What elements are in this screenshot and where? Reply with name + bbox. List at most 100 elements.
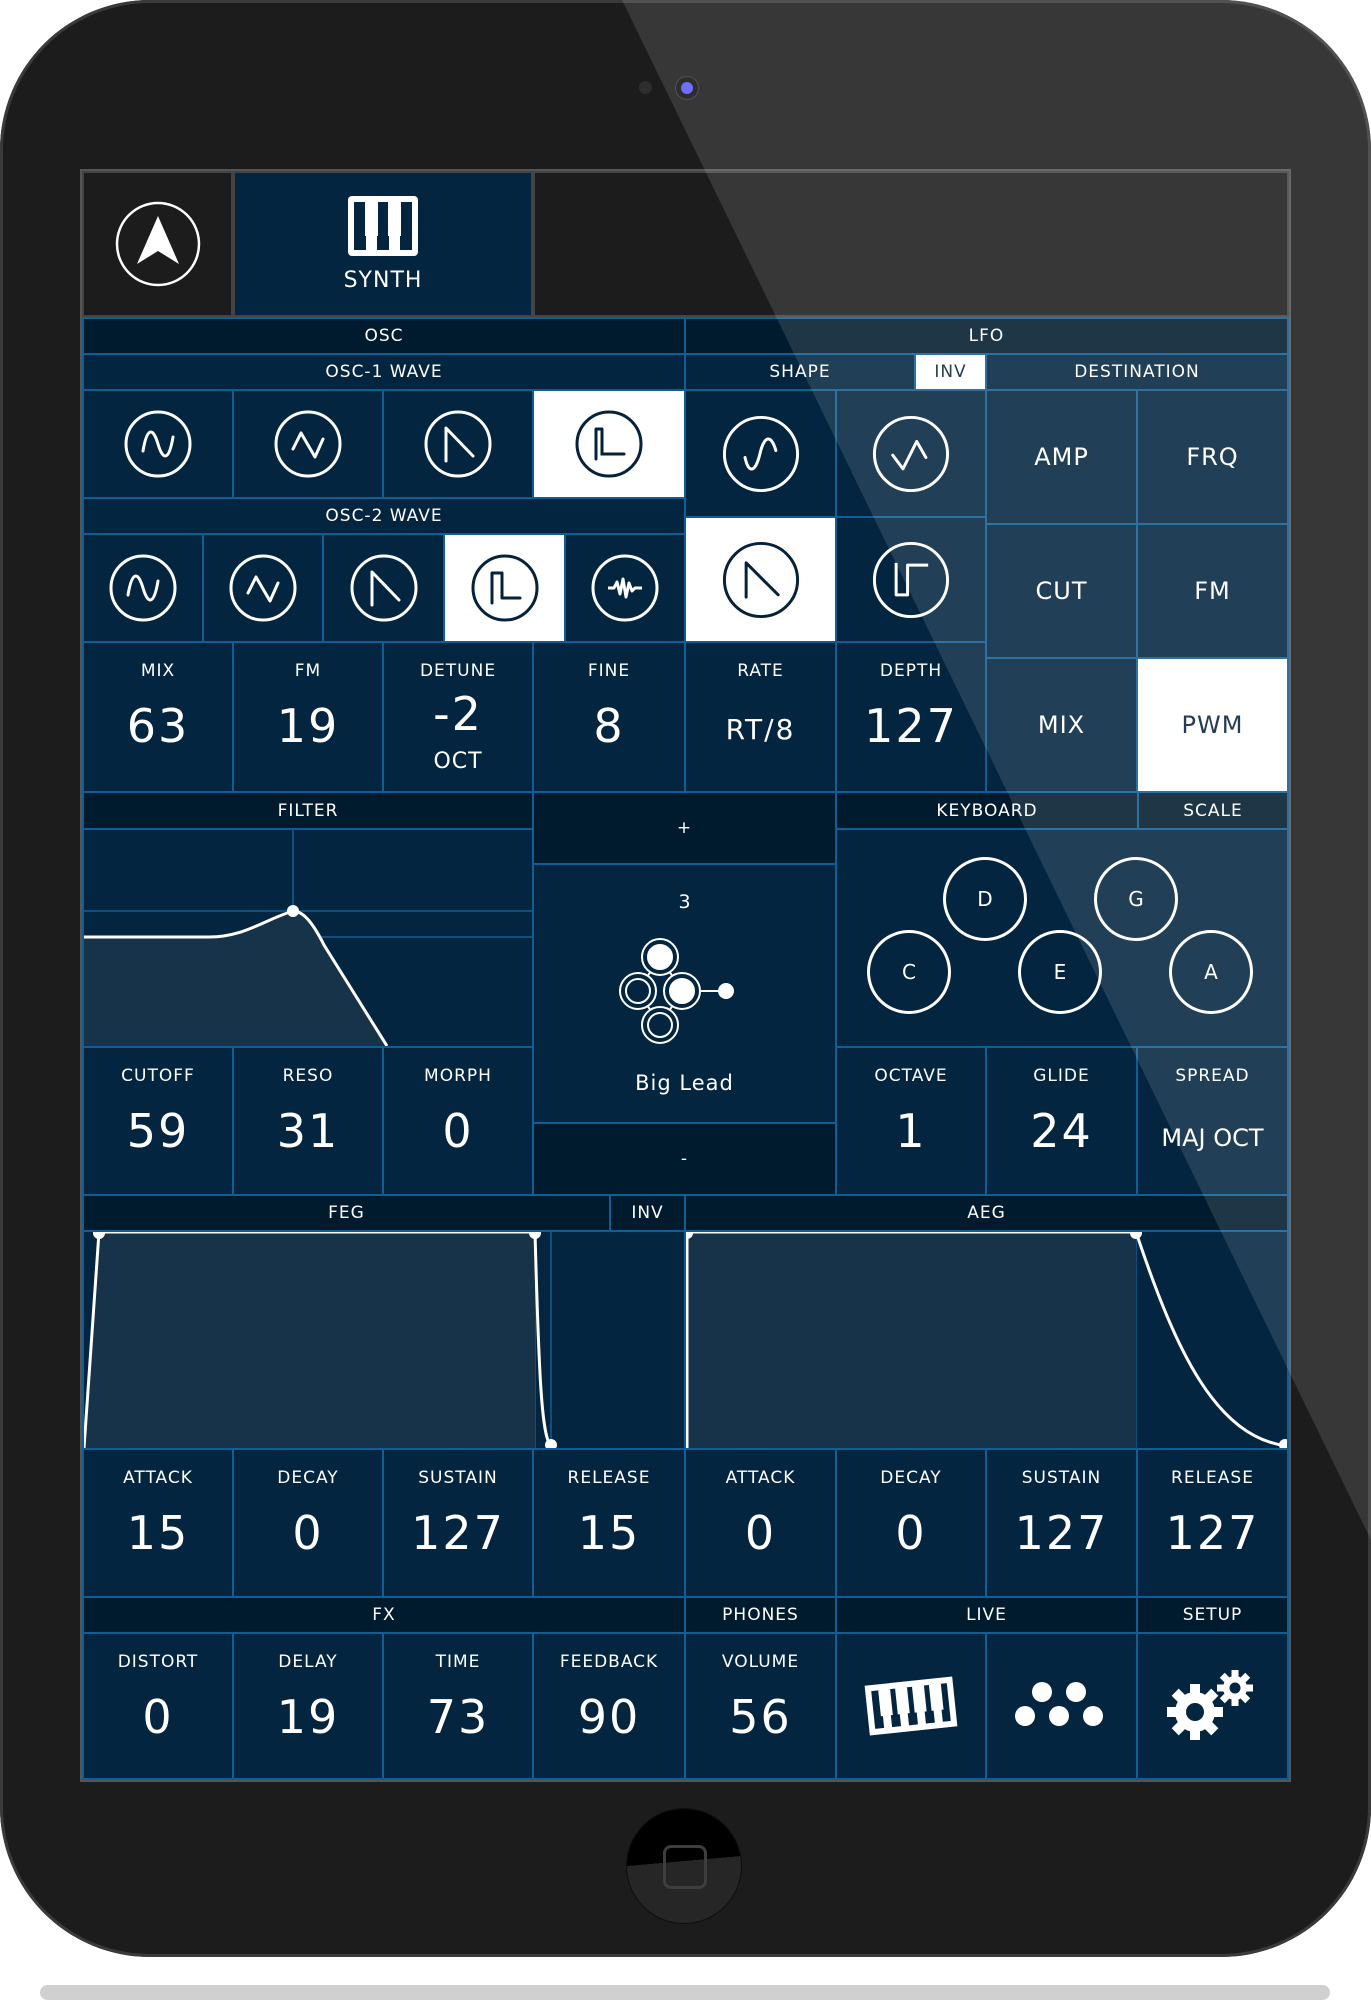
filter-cutoff-knob[interactable]: CUTOFF 59 bbox=[82, 1046, 234, 1196]
osc1-wave-triangle[interactable] bbox=[232, 389, 384, 499]
live-keyboard-button[interactable] bbox=[835, 1632, 987, 1780]
fx-feedback-knob[interactable]: FEEDBACK 90 bbox=[532, 1632, 686, 1780]
lfo-shape-sine[interactable] bbox=[684, 389, 837, 518]
lfo-shape-saw[interactable] bbox=[684, 516, 837, 644]
param-label: TIME bbox=[435, 1652, 481, 1672]
preset-display[interactable]: 3 Big Lead bbox=[532, 863, 837, 1124]
feg-decay-knob[interactable]: DECAY 0 bbox=[232, 1448, 384, 1598]
aeg-release-knob[interactable]: RELEASE 127 bbox=[1136, 1448, 1289, 1598]
note-pad-c[interactable]: C bbox=[867, 930, 951, 1014]
note-pad-g[interactable]: G bbox=[1094, 857, 1178, 941]
param-label: SUSTAIN bbox=[1021, 1468, 1102, 1488]
lfo-dest-cut[interactable]: CUT bbox=[985, 523, 1138, 659]
feg-attack-knob[interactable]: ATTACK 15 bbox=[82, 1448, 234, 1598]
fx-distort-knob[interactable]: DISTORT 0 bbox=[82, 1632, 234, 1780]
keyboard-octave-knob[interactable]: OCTAVE 1 bbox=[835, 1046, 987, 1196]
param-label: SPREAD bbox=[1175, 1066, 1250, 1086]
osc1-wave-sine[interactable] bbox=[82, 389, 234, 499]
home-button[interactable] bbox=[626, 1808, 742, 1924]
param-label: CUTOFF bbox=[121, 1066, 195, 1086]
osc-fm-knob[interactable]: FM 19 bbox=[232, 641, 384, 793]
keyboard-glide-knob[interactable]: GLIDE 24 bbox=[985, 1046, 1138, 1196]
setup-header: SETUP bbox=[1136, 1596, 1289, 1634]
lfo-rate-knob[interactable]: RATE RT/8 bbox=[684, 641, 837, 793]
cutoff-handle[interactable] bbox=[287, 905, 299, 917]
lfo-dest-amp[interactable]: AMP bbox=[985, 389, 1138, 525]
filter-reso-knob[interactable]: RESO 31 bbox=[232, 1046, 384, 1196]
aeg-decay-knob[interactable]: DECAY 0 bbox=[835, 1448, 987, 1598]
aeg-attack-knob[interactable]: ATTACK 0 bbox=[684, 1448, 837, 1598]
param-value: MAJ OCT bbox=[1161, 1124, 1264, 1152]
feg-release-knob[interactable]: RELEASE 15 bbox=[532, 1448, 686, 1598]
param-value: RT/8 bbox=[725, 713, 796, 746]
live-pads-button[interactable] bbox=[985, 1632, 1138, 1780]
device-shadow bbox=[40, 1985, 1330, 2000]
lfo-shape-header: SHAPE bbox=[684, 353, 916, 391]
phones-volume-knob[interactable]: VOLUME 56 bbox=[684, 1632, 837, 1780]
preset-next-button[interactable]: + bbox=[532, 791, 837, 865]
aeg-sustain-knob[interactable]: SUSTAIN 127 bbox=[985, 1448, 1138, 1598]
osc2-wave-saw[interactable] bbox=[322, 533, 445, 643]
tab-synth[interactable]: SYNTH bbox=[233, 171, 533, 317]
osc2-wave-header: OSC-2 WAVE bbox=[82, 497, 686, 535]
osc-fine-knob[interactable]: FINE 8 bbox=[532, 641, 686, 793]
noise-wave-icon bbox=[591, 554, 659, 622]
fx-delay-knob[interactable]: DELAY 19 bbox=[232, 1632, 384, 1780]
feg-header: FEG bbox=[82, 1194, 611, 1232]
keyboard-header-label: KEYBOARD bbox=[936, 800, 1038, 821]
lfo-dest-pwm[interactable]: PWM bbox=[1136, 657, 1289, 793]
dest-label: FRQ bbox=[1186, 443, 1239, 471]
aeg-header-label: AEG bbox=[967, 1203, 1006, 1223]
scale-tab[interactable]: SCALE bbox=[1137, 791, 1289, 830]
filter-morph-knob[interactable]: MORPH 0 bbox=[382, 1046, 534, 1196]
feg-graph[interactable] bbox=[82, 1230, 686, 1450]
param-value: 24 bbox=[1030, 1104, 1093, 1158]
osc-detune-knob[interactable]: DETUNE -2 OCT bbox=[382, 641, 534, 793]
lfo-depth-knob[interactable]: DEPTH 127 bbox=[835, 641, 987, 793]
lfo-dest-fm[interactable]: FM bbox=[1136, 523, 1289, 659]
feg-inv-toggle[interactable]: INV bbox=[609, 1194, 686, 1232]
note-pad-d[interactable]: D bbox=[943, 857, 1027, 941]
lfo-shape-square[interactable] bbox=[835, 516, 987, 644]
param-label: RATE bbox=[737, 661, 784, 681]
param-value: 73 bbox=[426, 1690, 490, 1744]
osc1-wave-saw[interactable] bbox=[382, 389, 534, 499]
filter-graph[interactable] bbox=[82, 828, 534, 1048]
lfo-inv-toggle[interactable]: INV bbox=[914, 353, 987, 391]
preset-prev-button[interactable]: - bbox=[532, 1122, 837, 1196]
note-pad-a[interactable]: A bbox=[1169, 930, 1253, 1014]
osc2-wave-sine[interactable] bbox=[82, 533, 204, 643]
param-label: DECAY bbox=[277, 1468, 339, 1488]
square-wave-icon bbox=[575, 410, 643, 478]
setup-button[interactable] bbox=[1136, 1632, 1289, 1780]
param-label: DELAY bbox=[278, 1652, 338, 1672]
osc-mix-knob[interactable]: MIX 63 bbox=[82, 641, 234, 793]
live-header-label: LIVE bbox=[966, 1605, 1007, 1625]
lfo-dest-frq[interactable]: FRQ bbox=[1136, 389, 1289, 525]
fx-time-knob[interactable]: TIME 73 bbox=[382, 1632, 534, 1780]
preset-number: 3 bbox=[678, 891, 691, 913]
live-header: LIVE bbox=[835, 1596, 1138, 1634]
phones-header: PHONES bbox=[684, 1596, 837, 1634]
param-value: 31 bbox=[276, 1104, 340, 1158]
lfo-shape-triangle[interactable] bbox=[835, 389, 987, 518]
synth-screen: SYNTH OSC OSC-1 WAVE OSC-2 WAVE MIX 63 F… bbox=[80, 169, 1291, 1782]
feg-sustain-knob[interactable]: SUSTAIN 127 bbox=[382, 1448, 534, 1598]
param-value: 127 bbox=[864, 699, 958, 753]
osc2-wave-square[interactable] bbox=[443, 533, 566, 643]
dest-label: AMP bbox=[1034, 443, 1089, 471]
osc1-wave-square[interactable] bbox=[532, 389, 686, 499]
osc2-wave-triangle[interactable] bbox=[202, 533, 324, 643]
osc2-wave-noise[interactable] bbox=[564, 533, 686, 643]
live-pads-icon bbox=[1014, 1682, 1103, 1726]
lfo-dest-mix[interactable]: MIX bbox=[985, 657, 1138, 793]
logo-button[interactable] bbox=[82, 171, 233, 317]
keyboard-spread-selector[interactable]: SPREAD MAJ OCT bbox=[1136, 1046, 1289, 1196]
note-pad-e[interactable]: E bbox=[1018, 930, 1102, 1014]
gears-icon bbox=[1166, 1670, 1253, 1740]
phones-header-label: PHONES bbox=[722, 1605, 799, 1625]
aeg-graph[interactable] bbox=[684, 1230, 1289, 1450]
square-wave-icon bbox=[471, 554, 538, 622]
param-label: RELEASE bbox=[1171, 1468, 1254, 1488]
param-value: 15 bbox=[577, 1506, 641, 1560]
